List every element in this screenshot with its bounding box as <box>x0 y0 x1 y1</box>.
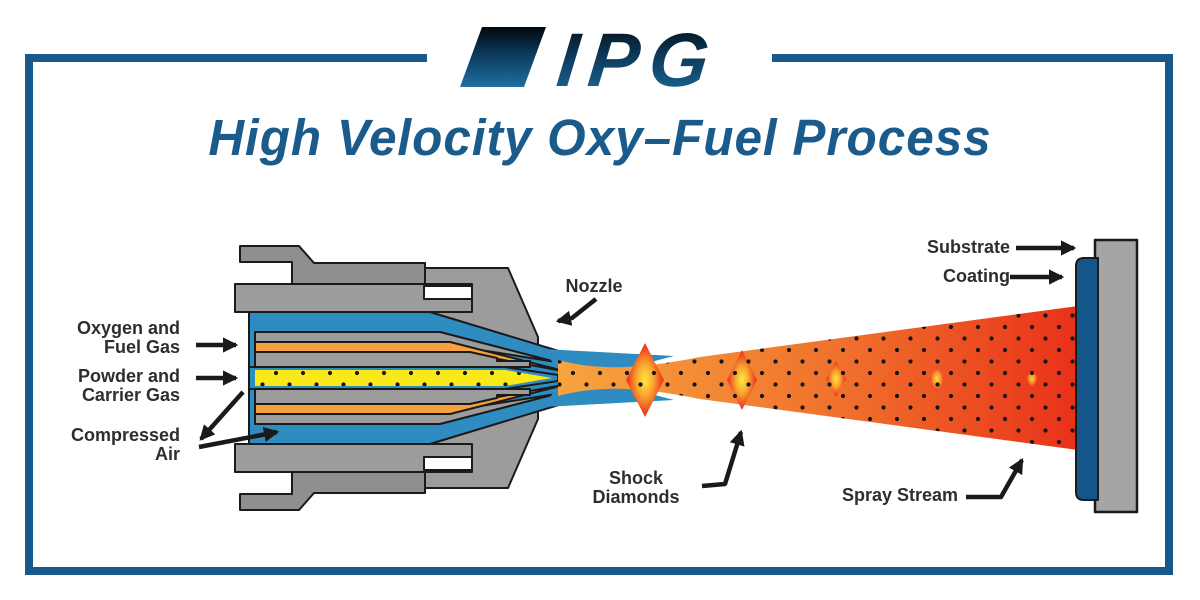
housing-notch-top <box>423 285 473 300</box>
label-spray-stream: Spray Stream <box>841 485 958 505</box>
label-line: Air <box>154 444 180 465</box>
spray-stream-group <box>544 306 1078 450</box>
logo-slash-block <box>460 27 546 87</box>
label-line: Diamonds <box>592 487 680 508</box>
substrate-plate <box>1093 238 1139 514</box>
label-line: Shock <box>608 468 664 488</box>
housing-notch-bottom <box>423 456 473 471</box>
label-line: Oxygen and <box>76 318 180 338</box>
label-line: Compressed <box>70 425 180 445</box>
label-compressed-air: Compressed Air <box>38 425 180 465</box>
label-shock-diamonds: Shock Diamonds <box>572 468 700 508</box>
arrow-air-left <box>199 390 245 441</box>
spray-dots <box>558 306 1078 450</box>
label-nozzle: Nozzle <box>565 276 623 296</box>
arrow-nozzle <box>555 297 598 326</box>
label-line: Powder and <box>77 366 180 386</box>
label-coating: Coating <box>943 266 1010 286</box>
page-title: High Velocity Oxy–Fuel Process <box>208 109 992 166</box>
label-oxygen-fuel-gas: Oxygen and Fuel Gas <box>38 318 180 358</box>
label-line: Carrier Gas <box>81 385 180 406</box>
label-substrate: Substrate <box>926 237 1010 257</box>
powder-channel-dots <box>255 370 552 386</box>
arrow-spray <box>966 458 1024 500</box>
arrow-air-right <box>198 426 280 450</box>
frame-border <box>25 54 1173 575</box>
logo-text: IPG <box>553 18 723 103</box>
arrow-shock <box>701 429 745 489</box>
coating-layer <box>1075 257 1099 501</box>
label-powder-carrier-gas: Powder and Carrier Gas <box>38 366 180 406</box>
logo: IPG <box>460 18 723 103</box>
label-line: Fuel Gas <box>103 337 180 358</box>
rear-bracket-bottom <box>239 471 426 511</box>
rear-bracket-top <box>239 245 426 285</box>
